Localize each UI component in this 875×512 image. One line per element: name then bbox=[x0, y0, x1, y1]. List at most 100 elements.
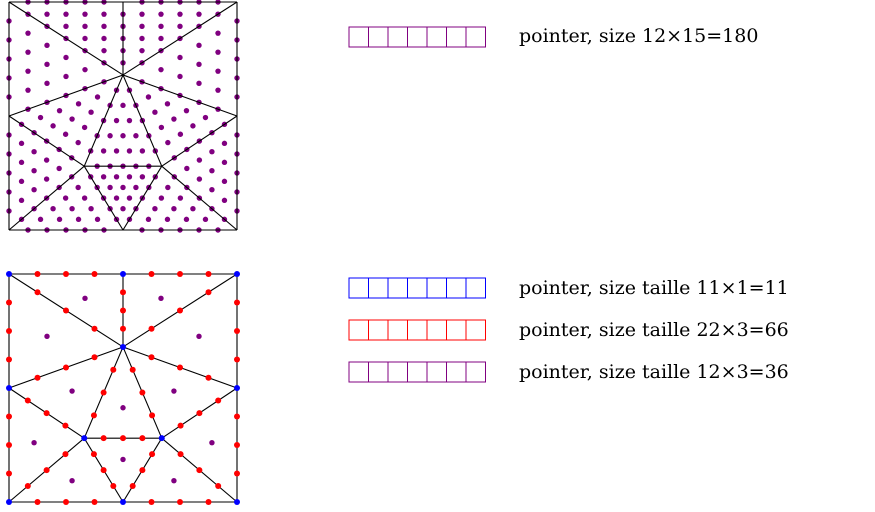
edge-dof-point bbox=[6, 299, 12, 306]
interior-dof-point bbox=[133, 133, 139, 139]
interior-dof-point bbox=[165, 139, 171, 146]
legend-text-pointer-66: pointer, size taille 22×3=66 bbox=[519, 319, 789, 341]
edge-dof-point bbox=[234, 299, 240, 306]
mesh-edge bbox=[8, 115, 85, 167]
interior-dof-point bbox=[171, 116, 177, 122]
edge-dof-point bbox=[110, 366, 117, 373]
interior-dof-point bbox=[120, 102, 126, 109]
interior-dof-point bbox=[177, 54, 183, 61]
edge-dof-point bbox=[24, 397, 31, 404]
mesh-edge bbox=[122, 165, 163, 231]
interior-dof-point bbox=[25, 87, 31, 93]
interior-dof-point bbox=[139, 47, 145, 54]
interior-dof-point bbox=[164, 216, 171, 223]
edge-dof-point bbox=[91, 325, 98, 332]
vertex-dof-point bbox=[234, 499, 240, 505]
interior-dof-point bbox=[196, 42, 202, 49]
vertex-dof-point bbox=[6, 271, 12, 277]
interior-dof-point bbox=[196, 80, 202, 87]
interior-dof-point bbox=[44, 11, 50, 17]
interior-dof-point bbox=[196, 61, 202, 68]
interior-dof-point bbox=[31, 440, 37, 446]
interior-dof-point bbox=[81, 195, 88, 201]
edge-dof-point bbox=[120, 325, 126, 332]
edge-dof-point bbox=[63, 364, 69, 371]
interior-dof-point bbox=[113, 148, 120, 154]
interior-dof-point bbox=[18, 159, 25, 166]
interior-dof-point bbox=[120, 405, 126, 411]
interior-dof-point bbox=[62, 131, 69, 137]
array-icon-purple bbox=[348, 361, 486, 383]
interior-dof-point bbox=[126, 195, 133, 201]
interior-dof-point bbox=[101, 35, 107, 42]
interior-dof-point bbox=[139, 174, 146, 180]
interior-dof-point bbox=[152, 206, 158, 212]
interior-dof-point bbox=[50, 123, 56, 129]
vertex-dof-point bbox=[234, 385, 240, 391]
interior-dof-point bbox=[56, 107, 63, 114]
interior-dof-point bbox=[133, 184, 139, 191]
interior-dof-point bbox=[184, 165, 190, 172]
edge-dof-point bbox=[62, 451, 69, 458]
edge-dof-point bbox=[215, 397, 222, 404]
interior-dof-point bbox=[215, 68, 221, 74]
interior-dof-point bbox=[56, 165, 62, 172]
interior-dof-point bbox=[18, 197, 25, 204]
array-outline bbox=[348, 26, 486, 48]
legend-text-pointer-180: pointer, size 12×15=180 bbox=[519, 25, 758, 47]
interior-dof-point bbox=[196, 176, 203, 182]
interior-dof-point bbox=[63, 73, 69, 80]
edge-dof-point bbox=[63, 271, 69, 277]
interior-dof-point bbox=[171, 478, 177, 484]
interior-dof-point bbox=[177, 23, 183, 30]
interior-dof-point bbox=[43, 176, 50, 182]
edge-dof-point bbox=[234, 470, 240, 477]
edge-dof-point bbox=[90, 451, 97, 458]
interior-dof-point bbox=[43, 157, 50, 163]
edge-dof-point bbox=[196, 410, 203, 417]
interior-dof-point bbox=[31, 168, 37, 174]
interior-dof-point bbox=[221, 159, 228, 166]
interior-dof-point bbox=[69, 478, 75, 484]
edge-dof-point bbox=[129, 366, 136, 373]
edge-dof-point bbox=[24, 483, 31, 490]
edge-dof-point bbox=[120, 289, 126, 296]
interior-dof-point bbox=[152, 109, 158, 115]
array-outline bbox=[348, 277, 486, 299]
edge-dof-point bbox=[6, 356, 12, 363]
interior-dof-point bbox=[209, 149, 215, 155]
edge-dof-point bbox=[100, 435, 107, 442]
interior-dof-point bbox=[139, 11, 145, 17]
interior-dof-point bbox=[171, 388, 177, 394]
edge-dof-point bbox=[6, 442, 12, 448]
interior-dof-point bbox=[31, 187, 37, 193]
mesh-bottom bbox=[6, 271, 240, 505]
edge-dof-point bbox=[120, 307, 126, 314]
interior-dof-point bbox=[82, 35, 88, 42]
edge-dof-point bbox=[139, 467, 146, 474]
interior-dof-point bbox=[75, 101, 82, 107]
interior-dof-point bbox=[158, 295, 164, 302]
interior-dof-point bbox=[126, 174, 133, 180]
interior-dof-point bbox=[215, 30, 221, 36]
edge-dof-point bbox=[177, 422, 184, 429]
interior-dof-point bbox=[69, 116, 75, 122]
interior-dof-point bbox=[139, 148, 146, 154]
edge-dof-point bbox=[205, 499, 212, 505]
interior-dof-point bbox=[120, 456, 126, 463]
mesh-edge bbox=[8, 165, 85, 231]
edge-dof-point bbox=[149, 451, 156, 458]
interior-dof-point bbox=[120, 206, 126, 212]
edge-dof-point bbox=[177, 307, 183, 314]
edge-dof-point bbox=[139, 435, 146, 442]
interior-dof-point bbox=[177, 11, 183, 17]
edge-dof-point bbox=[63, 499, 69, 505]
interior-dof-point bbox=[202, 216, 209, 223]
interior-dof-point bbox=[158, 124, 165, 131]
legend-top: pointer, size 12×15=180 bbox=[348, 25, 758, 48]
edge-dof-point bbox=[62, 422, 69, 429]
interior-dof-point bbox=[221, 140, 228, 147]
interior-dof-point bbox=[81, 124, 88, 131]
interior-dof-point bbox=[177, 131, 184, 137]
edge-dof-point bbox=[205, 374, 212, 381]
